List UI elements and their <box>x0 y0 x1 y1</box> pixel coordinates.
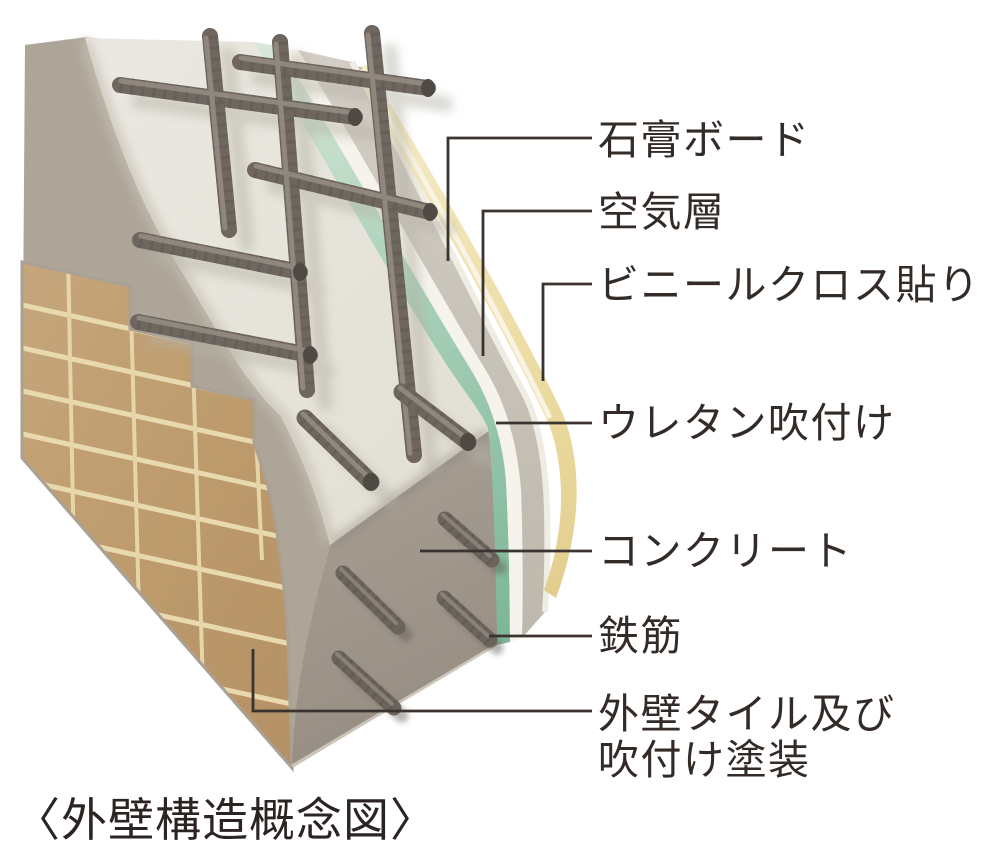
labels: 石膏ボード 空気層 ビニールクロス貼り ウレタン吹付け コンクリート 鉄筋 外壁… <box>598 117 981 783</box>
label-urethane: ウレタン吹付け <box>598 400 896 446</box>
rebar-stubs-face <box>331 511 507 723</box>
rebar-grid <box>112 25 438 463</box>
label-gypsum-board: 石膏ボード <box>598 117 811 163</box>
rebar-stubs-slope <box>296 383 477 491</box>
label-concrete: コンクリート <box>598 528 853 574</box>
label-exterior-tile-line1: 外壁タイル及び <box>598 691 896 737</box>
label-exterior-tile-line2: 吹付け塗装 <box>598 737 811 783</box>
vinyl-cloth-leader-line <box>541 282 592 381</box>
diagram-caption: 〈外壁構造概念図〉 <box>14 795 437 846</box>
air-layer-leader-line <box>481 209 592 356</box>
gypsum-board-leader-line <box>446 136 592 261</box>
leader-lines <box>251 136 592 713</box>
exterior-tile-leader-line <box>251 649 592 713</box>
label-rebar: 鉄筋 <box>598 613 683 659</box>
rebar-end-caps <box>293 79 437 364</box>
label-air-layer: 空気層 <box>598 189 726 235</box>
label-vinyl-cloth: ビニールクロス貼り <box>598 262 981 308</box>
